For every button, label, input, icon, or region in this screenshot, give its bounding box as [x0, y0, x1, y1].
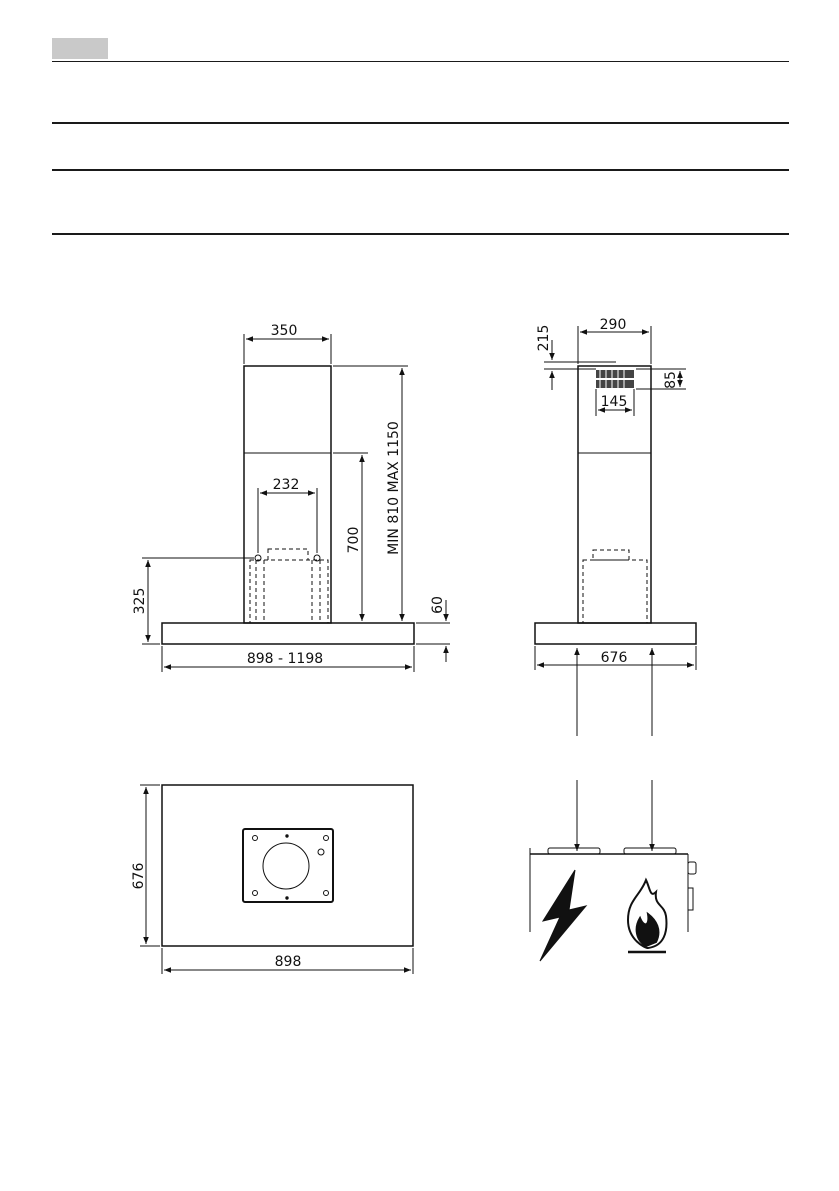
dim-676-bottom: 676: [131, 863, 147, 890]
front-duct-dashed: [249, 548, 329, 624]
dim-676-side: 676: [601, 650, 628, 666]
dim-60: 60: [430, 596, 446, 614]
section-rule: [52, 233, 789, 235]
front-screw-right: [313, 554, 321, 562]
lightning-icon: [539, 869, 588, 962]
knob: [687, 861, 697, 875]
dim-145: 145: [601, 394, 628, 410]
bottom-duct-opening: [262, 842, 310, 890]
burner-left: [547, 847, 601, 855]
dim-min-max-height: MIN 810 MAX 1150: [386, 421, 402, 555]
flame-icon: [626, 877, 668, 954]
front-canopy: [161, 622, 415, 645]
dim-85: 85: [663, 371, 679, 389]
bottom-duct-plate: [242, 828, 334, 903]
section-rule: [52, 169, 789, 171]
bottom-dimension-labels: 676 898: [131, 863, 301, 970]
section-rule: [52, 122, 789, 124]
dim-898: 898: [275, 954, 302, 970]
header-rule: [52, 61, 789, 62]
side-view: [534, 326, 697, 736]
side-canopy: [534, 622, 697, 645]
burner-right: [623, 847, 677, 855]
front-chimney: [243, 365, 332, 624]
dim-325: 325: [132, 588, 148, 615]
dim-232: 232: [273, 477, 300, 493]
bottom-small-hole: [317, 848, 325, 856]
cooktop-hazard-diagram: [529, 780, 697, 962]
front-view: [142, 334, 450, 672]
bottom-canopy-outline: [161, 784, 414, 947]
dim-290: 290: [600, 317, 627, 333]
dim-215: 215: [536, 325, 552, 352]
knob-2: [687, 887, 694, 911]
bottom-screw-slots: [252, 834, 329, 900]
dim-700: 700: [346, 527, 362, 554]
bottom-view: [140, 784, 414, 974]
side-duct-dashed: [582, 549, 648, 624]
dim-350: 350: [271, 323, 298, 339]
front-screw-left: [254, 554, 262, 562]
side-dimension-labels: 290 215 85 145 676: [536, 317, 679, 666]
front-dimension-labels: 350 232 MIN 810 MAX 1150 700 325 60 898 …: [132, 323, 446, 667]
dim-898-1198: 898 - 1198: [247, 651, 323, 667]
side-bracket: [596, 370, 634, 388]
page-header-tab: [52, 38, 108, 59]
